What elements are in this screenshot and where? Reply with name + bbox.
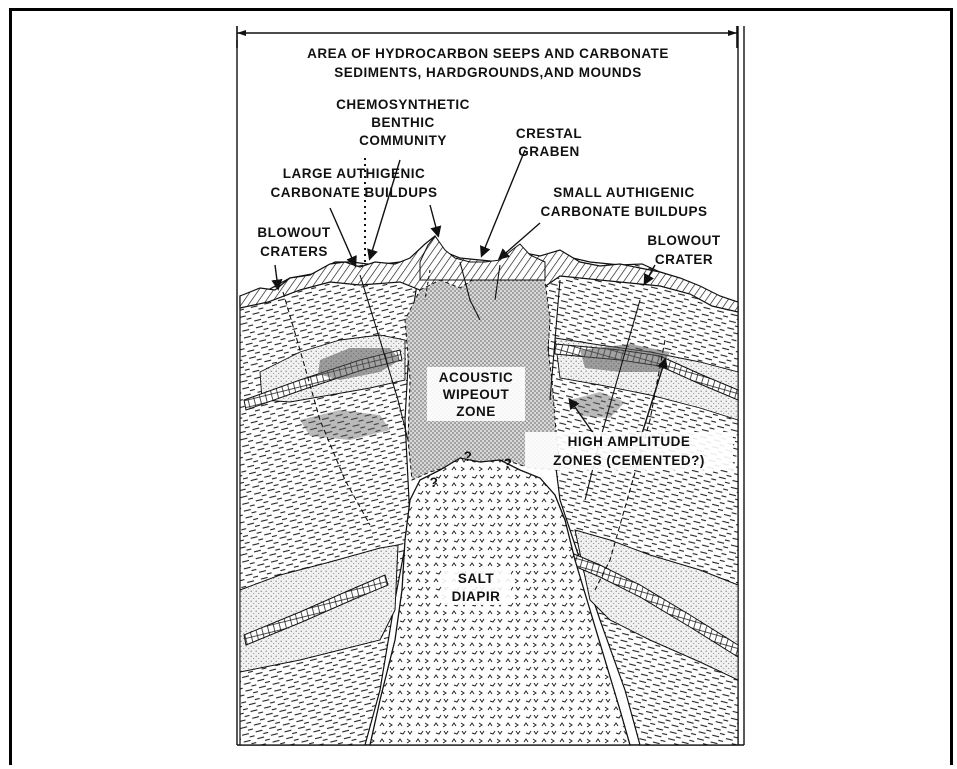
blowout-craters-label-line2: CRATERS: [260, 244, 328, 259]
salt-diapir-label-line1: SALT: [458, 571, 494, 586]
crestal-label-line1: CRESTAL: [516, 126, 582, 141]
acoustic-wipeout-label-line2: WIPEOUT: [443, 387, 510, 402]
chemosynthetic-label-line1: CHEMOSYNTHETIC: [336, 97, 470, 112]
blowout-craters-label-line1: BLOWOUT: [257, 225, 330, 240]
large-authigenic-label-line1: LARGE AUTHIGENIC: [283, 166, 426, 181]
chemosynthetic-label-line3: COMMUNITY: [359, 133, 447, 148]
blowout-crater-label-line2: CRATER: [655, 252, 713, 267]
area-label-line2: SEDIMENTS, HARDGROUNDS,AND MOUNDS: [334, 65, 642, 80]
question-mark-3: ?: [504, 456, 513, 471]
question-mark-1: ?: [430, 475, 439, 490]
crestal-mounds: [420, 236, 545, 280]
chemosynthetic-label-line2: BENTHIC: [371, 115, 435, 130]
small-authigenic-label-line1: SMALL AUTHIGENIC: [553, 185, 695, 200]
small-authigenic-label-line2: CARBONATE BUILDUPS: [541, 204, 708, 219]
high-amplitude-label-line2: ZONES (CEMENTED?): [553, 453, 705, 468]
salt-diapir-label-line2: DIAPIR: [452, 589, 501, 604]
acoustic-wipeout-label-line3: ZONE: [456, 404, 496, 419]
crestal-label-line2: GRABEN: [518, 144, 580, 159]
high-amplitude-label-line1: HIGH AMPLITUDE: [568, 434, 691, 449]
area-label-line1: AREA OF HYDROCARBON SEEPS AND CARBONATE: [307, 46, 669, 61]
blowout-crater-label-line1: BLOWOUT: [647, 233, 720, 248]
large-authigenic-label-line2: CARBONATE BUILDUPS: [271, 185, 438, 200]
question-mark-2: ?: [464, 449, 473, 464]
acoustic-wipeout-label-line1: ACOUSTIC: [439, 370, 514, 385]
area-span-arrow: [237, 26, 737, 48]
